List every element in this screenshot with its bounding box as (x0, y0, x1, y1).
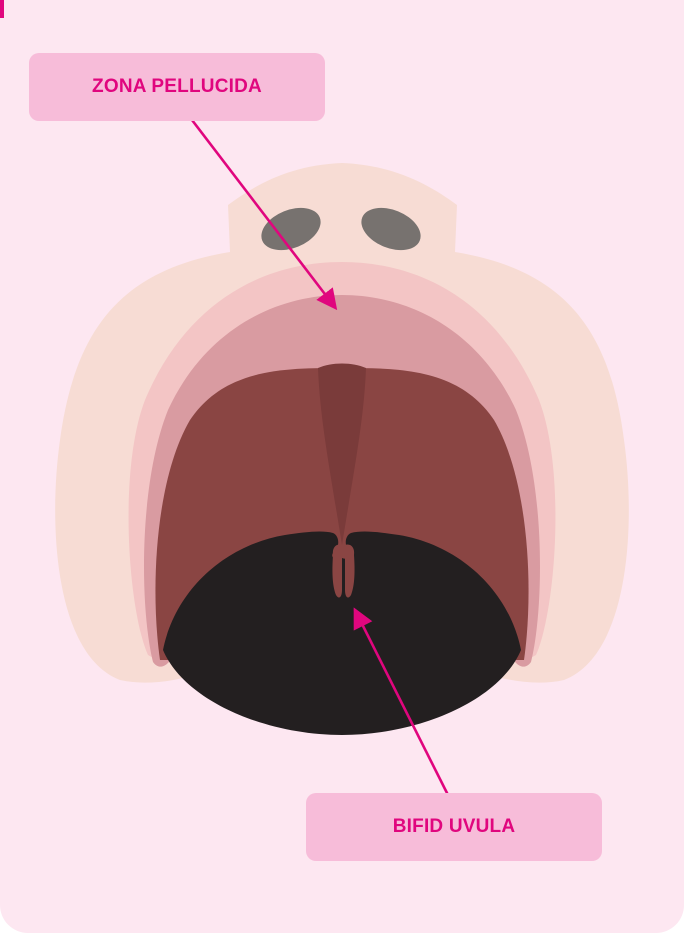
bifid-uvula-text: BIFID UVULA (393, 816, 516, 838)
zona-pellucida-label: ZONA PELLUCIDA (29, 53, 325, 121)
bifid-uvula-label: BIFID UVULA (306, 793, 602, 861)
zona-pellucida-text: ZONA PELLUCIDA (92, 76, 262, 98)
